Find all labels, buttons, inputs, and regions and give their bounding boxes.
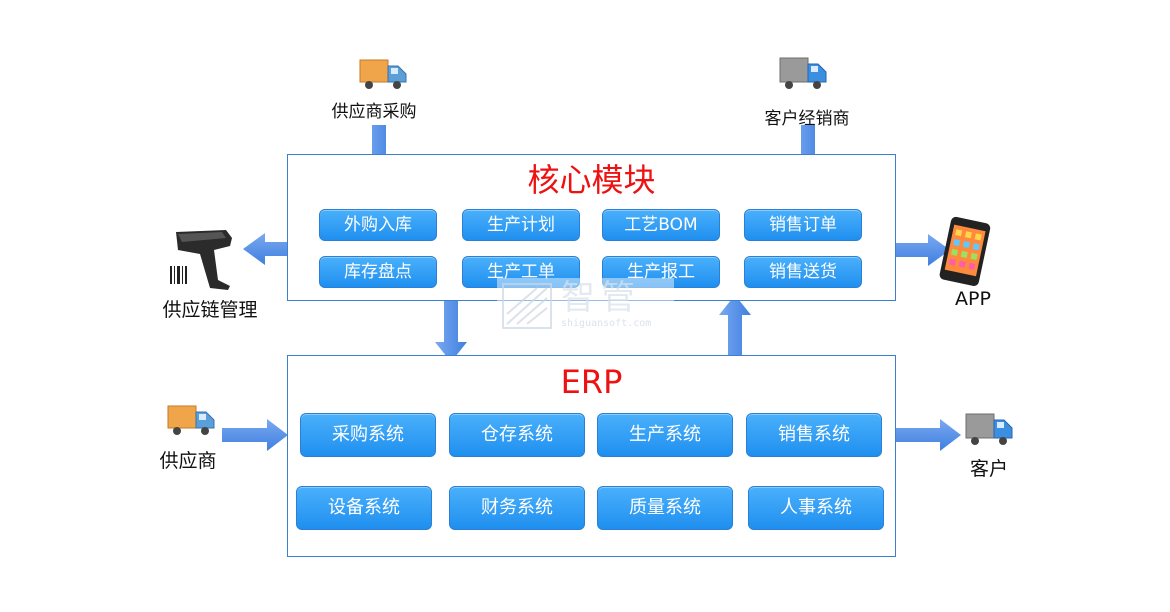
erp-btn-cangcun[interactable]: 仓存系统 [449, 413, 585, 457]
erp-btn-shebei[interactable]: 设备系统 [296, 486, 432, 530]
core-btn-xiaoshou-songhuo[interactable]: 销售送货 [744, 256, 862, 288]
core-btn-shengchan-baogong[interactable]: 生产报工 [602, 256, 720, 288]
core-btn-gongyi-bom[interactable]: 工艺BOM [602, 209, 720, 241]
node-supply-chain: 供应链管理 [162, 299, 258, 321]
erp-btn-caigou[interactable]: 采购系统 [300, 413, 436, 457]
core-btn-xiaoshou-dingdan[interactable]: 销售订单 [744, 209, 862, 241]
core-btn-waigou-ruku[interactable]: 外购入库 [319, 209, 437, 241]
erp-btn-renshi[interactable]: 人事系统 [748, 486, 884, 530]
erp-btn-zhiliang[interactable]: 质量系统 [597, 486, 733, 530]
node-customer-dealer: 客户经销商 [764, 109, 850, 129]
core-btn-kucun-pandian[interactable]: 库存盘点 [319, 256, 437, 288]
watermark: 智管 shiguansoft.com [497, 278, 674, 334]
watermark-logo-icon [502, 283, 552, 329]
arrow-erp-to-customer [896, 419, 961, 451]
core-btn-shengchan-jihua[interactable]: 生产计划 [462, 209, 580, 241]
erp-btn-shengchan[interactable]: 生产系统 [597, 413, 733, 457]
core-module-title: 核心模块 [527, 161, 656, 199]
node-supplier-purchase: 供应商采购 [331, 102, 417, 122]
node-app: APP [955, 288, 991, 310]
arrow-to-app [882, 234, 950, 266]
arrow-to-supply-chain [243, 233, 308, 265]
watermark-url: shiguansoft.com [561, 318, 652, 329]
erp-btn-xiaoshou[interactable]: 销售系统 [746, 413, 882, 457]
erp-btn-caiwu[interactable]: 财务系统 [449, 486, 585, 530]
core-btn-shengchan-gongdan[interactable]: 生产工单 [462, 256, 580, 288]
node-customer: 客户 [969, 458, 1008, 480]
arrow-erp-to-core [719, 295, 751, 360]
erp-module-title: ERP [560, 363, 623, 401]
node-supplier: 供应商 [159, 450, 217, 472]
watermark-brand: 智管 [561, 278, 641, 318]
arrow-core-to-erp [435, 300, 467, 362]
arrow-supplier-to-erp [222, 419, 288, 451]
